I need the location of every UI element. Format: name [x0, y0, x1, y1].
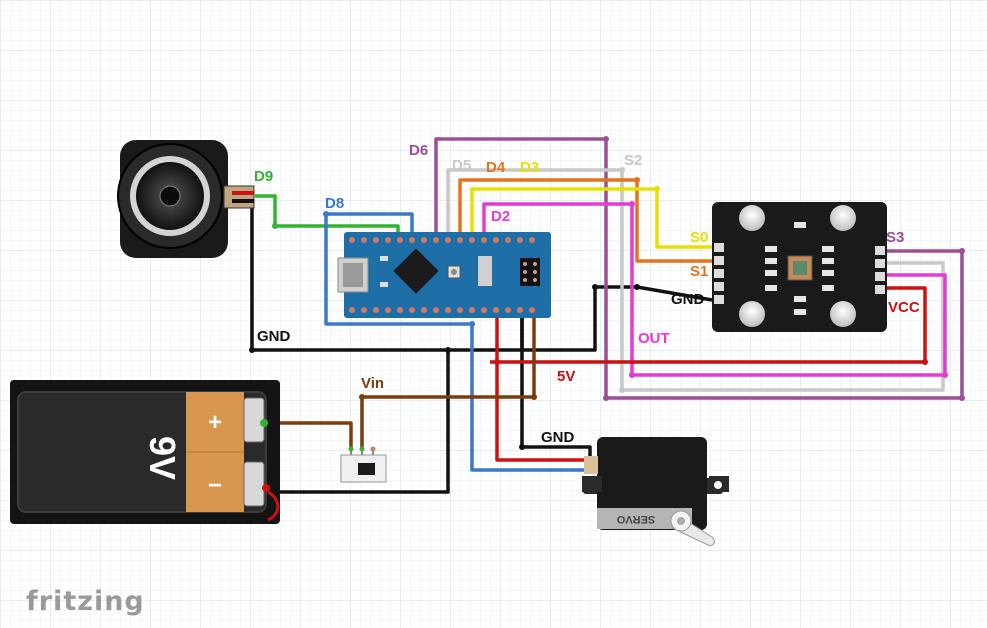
sensor-led	[830, 301, 856, 327]
label-s3: S3	[886, 229, 904, 246]
sensor-resistors	[765, 222, 834, 315]
label-d3: D3	[520, 159, 539, 176]
wire-battery-switch[interactable]	[262, 421, 353, 448]
speaker[interactable]	[117, 140, 255, 258]
wire-labels: D9 D8 D6 D5 D4 D3 D2 S2 S0 S1 GND S3 VCC…	[254, 142, 920, 446]
label-d8: D8	[325, 195, 344, 212]
wire-vcc[interactable]	[490, 286, 927, 364]
sensor-led	[739, 301, 765, 327]
battery-voltage-label: 9V	[142, 436, 183, 480]
label-out: OUT	[638, 330, 670, 347]
label-d5: D5	[452, 157, 471, 174]
switch-slider[interactable]	[358, 463, 375, 475]
label-d6: D6	[409, 142, 428, 159]
label-s0: S0	[690, 229, 708, 246]
label-5v: 5V	[557, 368, 575, 385]
wire-gnd-speaker[interactable]	[250, 200, 713, 352]
wire-d8[interactable]	[324, 212, 590, 472]
battery-minus-sign: −	[208, 472, 222, 499]
sensor-led	[830, 205, 856, 231]
label-vin: Vin	[361, 375, 384, 392]
label-gnd-sensor: GND	[671, 291, 705, 308]
battery-plus-sign: +	[208, 409, 222, 436]
servo-motor[interactable]: SERVO	[582, 437, 729, 547]
battery-9v[interactable]: + − 9V	[10, 380, 280, 524]
sensor-right-pins	[875, 246, 885, 294]
label-vcc: VCC	[888, 299, 920, 316]
label-d2: D2	[491, 208, 510, 225]
slide-switch[interactable]	[340, 446, 387, 483]
fritzing-logo: fritzing	[26, 586, 145, 617]
wire-vin[interactable]	[360, 310, 536, 448]
servo-label: SERVO	[616, 513, 655, 525]
arduino-top-pins	[349, 237, 535, 243]
label-d9: D9	[254, 168, 273, 185]
speaker-cone-icon	[159, 185, 181, 207]
color-sensor-module[interactable]	[712, 202, 887, 332]
label-s1: S1	[690, 263, 708, 280]
arduino-bottom-pins	[349, 307, 535, 313]
label-s2: S2	[624, 152, 642, 169]
label-gnd-servo: GND	[541, 429, 575, 446]
sensor-chip	[787, 255, 813, 281]
arduino-nano[interactable]	[337, 232, 551, 318]
sensor-left-pins	[714, 243, 724, 304]
wire-junctions	[249, 136, 965, 450]
sensor-led	[739, 205, 765, 231]
label-d4: D4	[486, 159, 506, 176]
label-gnd-main: GND	[257, 328, 291, 345]
